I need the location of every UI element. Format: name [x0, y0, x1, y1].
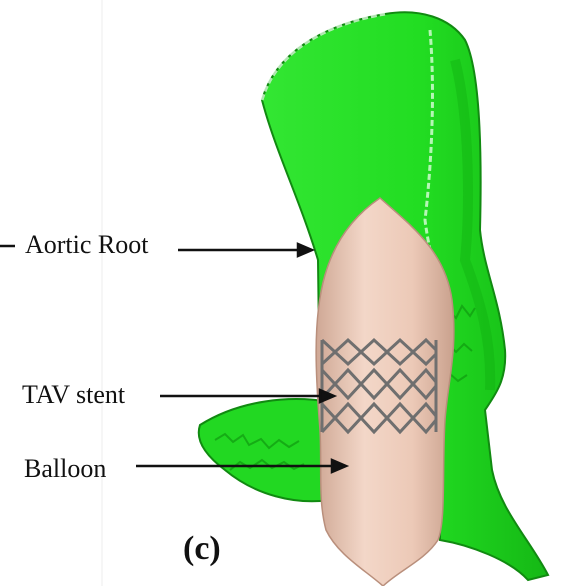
aortic-root-arrowhead — [298, 244, 312, 256]
aortic-root-label: Aortic Root — [25, 232, 149, 258]
left-leaflet-tissue — [199, 399, 330, 501]
panel-label: (c) — [183, 532, 221, 566]
tav-stent-label: TAV stent — [22, 382, 125, 408]
balloon-label: Balloon — [24, 456, 106, 482]
balloon — [316, 198, 454, 586]
